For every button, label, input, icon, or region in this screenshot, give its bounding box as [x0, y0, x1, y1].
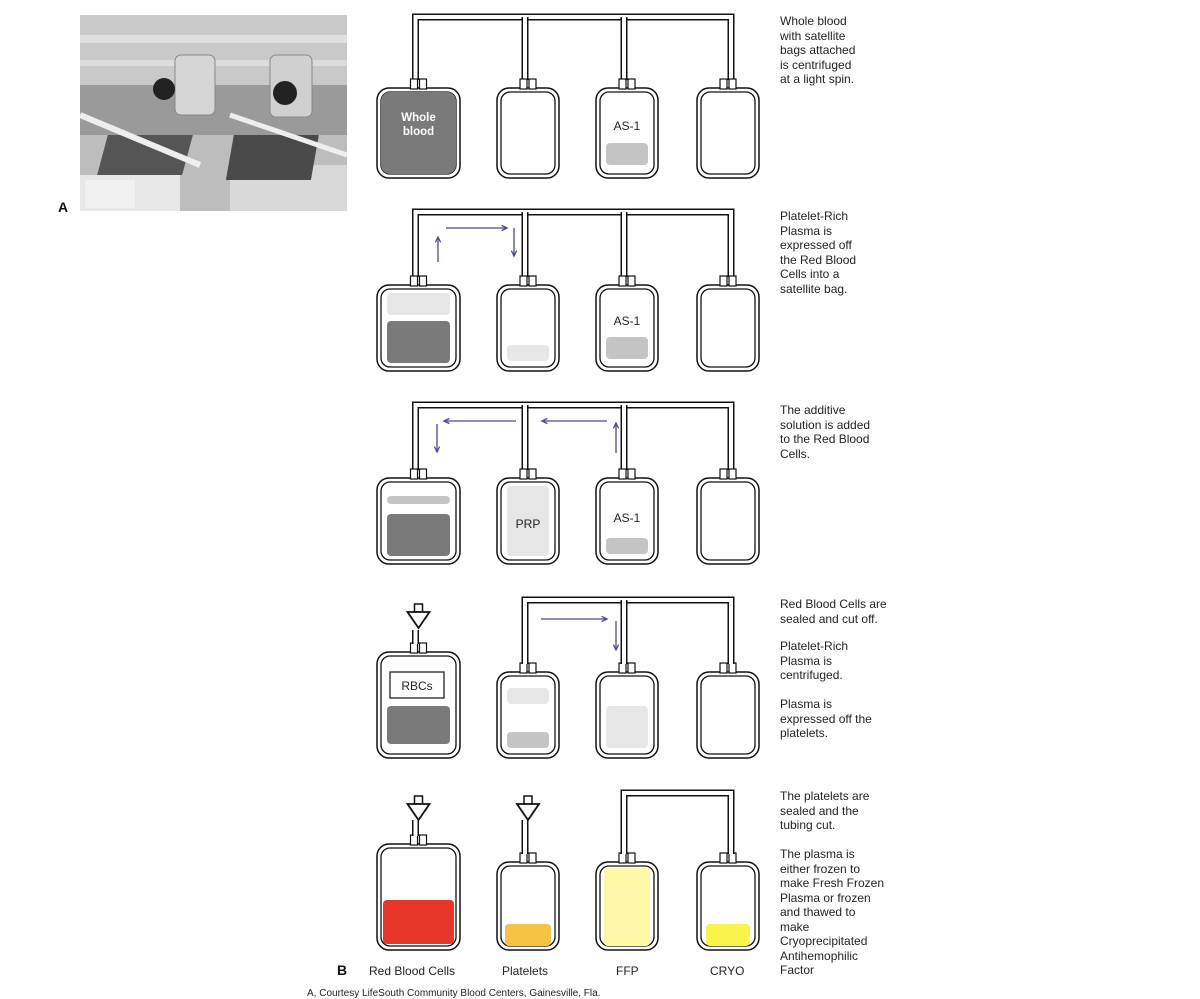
row5-bag2-port-right — [529, 853, 536, 863]
row1-bag4-port-left — [720, 79, 727, 89]
row5-bus-outer — [624, 793, 731, 854]
step-1-description: Whole blood with satellite bags attached… — [780, 14, 930, 87]
row5-seal-rbc-shaft — [415, 796, 423, 804]
row1-bag4-port-right — [729, 79, 736, 89]
row2-bus-outer — [416, 212, 732, 277]
step-5b-description: The plasma is either frozen to make Fres… — [780, 847, 930, 978]
row1-bag4 — [697, 88, 759, 178]
row3-bag2-port-right — [529, 469, 536, 479]
step-4a-description: Red Blood Cells are sealed and cut off. — [780, 597, 930, 626]
row2-as1-label: AS-1 — [614, 314, 641, 328]
row3-bag4-port-right — [729, 469, 736, 479]
row5-bag4-port-right — [729, 853, 736, 863]
row5-cryo-fill — [706, 924, 750, 946]
row3-bag3-port-right — [628, 469, 635, 479]
row2-bag2-port-left — [520, 276, 527, 286]
row5-platelet-fill — [505, 924, 551, 946]
row2-plasma-layer — [387, 293, 450, 315]
label-ffp: FFP — [616, 964, 639, 978]
row2-bag4 — [697, 285, 759, 371]
row1-bag2 — [497, 88, 559, 178]
row4-platelet-fill — [507, 732, 549, 748]
row5-bag3-port-left — [619, 853, 626, 863]
row1-as1-label: AS-1 — [614, 119, 641, 133]
row3-as1-fill — [606, 538, 648, 554]
row4-bag4-port-left — [720, 663, 727, 673]
row3-bag1-port-right — [420, 469, 427, 479]
row5-seal-platelets-head — [517, 804, 539, 820]
row3-rbc-layer — [387, 514, 450, 556]
row1-as1-fill — [606, 143, 648, 165]
row1-bag2-port-left — [520, 79, 527, 89]
step-3-description: The additive solution is added to the Re… — [780, 403, 930, 461]
row2-bag4-port-right — [729, 276, 736, 286]
row3-plasma-band — [387, 496, 450, 504]
row4-seal-head — [408, 612, 430, 628]
row4-bag3-port-left — [619, 663, 626, 673]
row5-bus-inner — [624, 793, 731, 854]
step-2-description: Platelet-Rich Plasma is expressed off th… — [780, 209, 930, 296]
row4-bag2-port-left — [520, 663, 527, 673]
row5-bag1-port-right — [420, 835, 427, 845]
row1-bag1-port-right — [420, 79, 427, 89]
row2-bag1-port-right — [420, 276, 427, 286]
row5-seal-rbc-head — [408, 804, 430, 820]
row1-whole-blood-label-1: Whole — [401, 112, 436, 124]
row3-bus-inner — [416, 405, 732, 470]
step-5a-description: The platelets are sealed and the tubing … — [780, 789, 930, 833]
row1-bus-outer — [416, 17, 732, 80]
row4-rbcs-label: RBCs — [401, 679, 432, 693]
row4-expressed-plasma — [606, 706, 648, 748]
row5-bag1-port-left — [411, 835, 418, 845]
row4-bag1-port-right — [420, 643, 427, 653]
row3-as1-label: AS-1 — [614, 511, 641, 525]
row4-seal-shaft — [415, 604, 423, 612]
row4-bag2-port-right — [529, 663, 536, 673]
row4-rbc-fill — [387, 706, 450, 744]
label-cryo: CRYO — [710, 964, 744, 978]
row3-bus-outer — [416, 405, 732, 470]
row4-bag1-port-left — [411, 643, 418, 653]
row2-bag3-port-left — [619, 276, 626, 286]
row4-bus-outer — [525, 600, 731, 664]
row5-bag3-port-right — [628, 853, 635, 863]
row2-prp-fill — [507, 345, 549, 361]
label-platelets: Platelets — [502, 964, 548, 978]
row5-rbc-fill — [383, 900, 454, 944]
row4-plasma-fill — [507, 688, 549, 704]
row4-bus-inner — [525, 600, 731, 664]
step-4c-description: Plasma is expressed off the platelets. — [780, 697, 930, 741]
row5-ffp-fill — [604, 868, 650, 946]
row1-bag1-port-left — [411, 79, 418, 89]
row1-bag3-port-left — [619, 79, 626, 89]
photo-credit: A, Courtesy LifeSouth Community Blood Ce… — [307, 988, 600, 999]
label-red-blood-cells: Red Blood Cells — [369, 964, 455, 978]
row1-whole-blood-label-2: blood — [403, 126, 434, 138]
row1-bus-inner — [416, 17, 732, 80]
row3-bag4 — [697, 478, 759, 564]
row2-bag1-port-left — [411, 276, 418, 286]
row4-bag3-port-right — [628, 663, 635, 673]
row5-bag2-port-left — [520, 853, 527, 863]
row1-bag2-port-right — [529, 79, 536, 89]
row3-prp-label: PRP — [516, 517, 541, 531]
step-4b-description: Platelet-Rich Plasma is centrifuged. — [780, 639, 930, 683]
row5-seal-platelets-shaft — [524, 796, 532, 804]
row2-bag2-port-right — [529, 276, 536, 286]
row5-bag4-port-left — [720, 853, 727, 863]
row3-bag3-port-left — [619, 469, 626, 479]
row2-as1-fill — [606, 337, 648, 359]
row2-bag4-port-left — [720, 276, 727, 286]
row4-bag4 — [697, 672, 759, 758]
row3-bag1-port-left — [411, 469, 418, 479]
row1-bag3-port-right — [628, 79, 635, 89]
row2-bag3-port-right — [628, 276, 635, 286]
row3-bag4-port-left — [720, 469, 727, 479]
row2-rbc-layer — [387, 321, 450, 363]
row3-bag2-port-left — [520, 469, 527, 479]
row2-bus-inner — [416, 212, 732, 277]
row4-bag4-port-right — [729, 663, 736, 673]
